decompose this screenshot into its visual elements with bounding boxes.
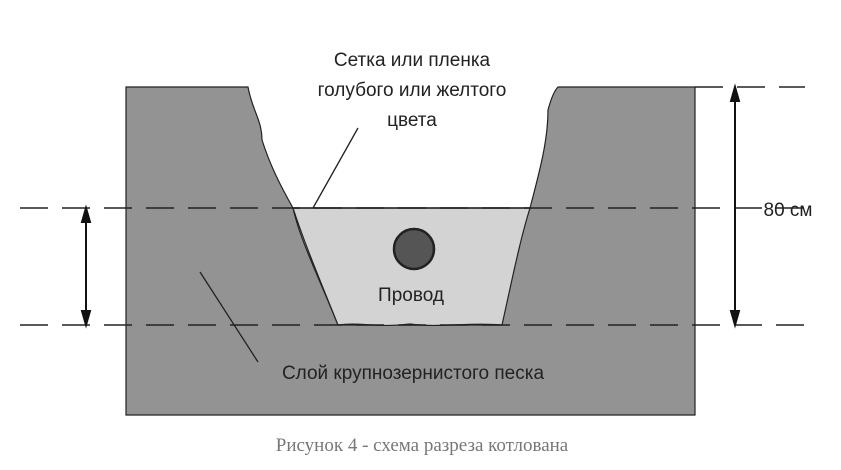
mesh-label-line-3: цвета: [387, 110, 437, 131]
sand-depth-arrow: [80, 204, 92, 329]
sand-label: Слой крупнозернистого песка: [282, 363, 545, 384]
mesh-label-line-1: Сетка или пленка: [334, 50, 491, 71]
wire-label: Провод: [378, 285, 444, 306]
depth-label: 80 см: [764, 200, 813, 221]
sand-leader-line: [199, 271, 259, 363]
wire-icon: [392, 227, 436, 271]
mesh-leader-line: [312, 127, 359, 209]
figure-caption: Рисунок 4 - схема разреза котлована: [276, 435, 569, 456]
mesh-label-line-2: голубого или желтого: [318, 80, 507, 101]
total-depth-arrow: [729, 83, 741, 329]
